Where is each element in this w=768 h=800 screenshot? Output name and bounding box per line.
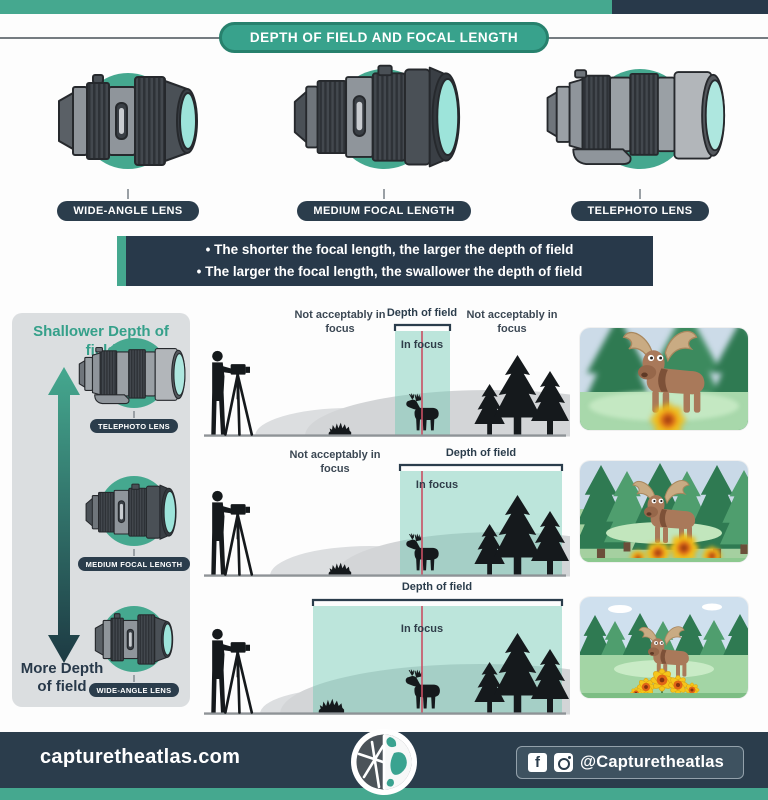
photographer-silhouette bbox=[209, 349, 254, 436]
label-connector-line bbox=[383, 189, 385, 199]
label-connector-line bbox=[133, 411, 135, 418]
sidebar-lens-medium: MEDIUM FOCAL LENGTH bbox=[70, 473, 198, 571]
dof-bracket bbox=[393, 323, 452, 331]
page-title: DEPTH OF FIELD AND FOCAL LENGTH bbox=[218, 22, 550, 53]
label-connector-line bbox=[639, 189, 641, 199]
telephoto-lens-small-icon bbox=[78, 338, 186, 408]
sidebar-lens-wide: WIDE-ANGLE LENS bbox=[70, 603, 198, 697]
facebook-icon[interactable]: f bbox=[528, 753, 547, 772]
label-connector-line bbox=[133, 675, 135, 682]
in-focus-label: In focus bbox=[415, 479, 459, 491]
scene-wide-angle: Depth of field In focus bbox=[200, 581, 680, 764]
header: DEPTH OF FIELD AND FOCAL LENGTH bbox=[0, 22, 768, 53]
aperture-globe-logo-icon bbox=[349, 727, 419, 797]
top-accent-bar bbox=[0, 0, 768, 14]
key-points-banner: • The shorter the focal length, the larg… bbox=[117, 236, 653, 286]
dof-bracket bbox=[398, 463, 564, 471]
telephoto-lens-illustration-icon bbox=[546, 69, 726, 169]
lens-types-row: WIDE-ANGLE LENS MEDIUM FOCAL LENGTH TELE… bbox=[0, 55, 768, 260]
medium-lens-small-icon bbox=[85, 476, 177, 546]
key-point-1: • The shorter the focal length, the larg… bbox=[205, 242, 574, 258]
key-point-2: • The larger the focal length, the swall… bbox=[196, 264, 583, 279]
scene-medium-focal-length: Not acceptably in focus Depth of field I… bbox=[200, 443, 665, 620]
cloud bbox=[702, 603, 722, 611]
wide-angle-lens-illustration-icon bbox=[58, 73, 198, 169]
lens-figure-telephoto: TELEPHOTO LENS bbox=[512, 55, 768, 260]
wide-lens-small-icon bbox=[94, 606, 174, 672]
banner-accent-strip bbox=[117, 236, 126, 286]
sidebar-label-telephoto: TELEPHOTO LENS bbox=[90, 419, 178, 433]
cloud bbox=[608, 605, 632, 613]
label-connector-line bbox=[133, 549, 135, 556]
dof-scale-arrow-icon bbox=[48, 367, 80, 663]
sidebar-label-medium: MEDIUM FOCAL LENGTH bbox=[77, 557, 191, 571]
sidebar-label-wide: WIDE-ANGLE LENS bbox=[88, 683, 180, 697]
not-in-focus-label-left: Not acceptably in focus bbox=[294, 309, 386, 335]
label-connector-line bbox=[127, 189, 129, 199]
in-focus-label: In focus bbox=[400, 339, 444, 351]
social-handle: @Capturetheatlas bbox=[580, 753, 724, 771]
blurred-foreground-flower bbox=[650, 401, 686, 430]
dof-label: Depth of field bbox=[445, 447, 517, 459]
dof-bracket bbox=[311, 598, 564, 606]
photo-telephoto-example bbox=[580, 328, 748, 430]
photographer-silhouette bbox=[209, 489, 254, 576]
not-in-focus-label-right: Not acceptably in focus bbox=[466, 309, 558, 335]
lens-label-telephoto: TELEPHOTO LENS bbox=[571, 201, 709, 221]
scene-wide-illustration bbox=[200, 598, 680, 764]
site-url[interactable]: capturetheatlas.com bbox=[40, 746, 241, 768]
not-in-focus-label-left: Not acceptably in focus bbox=[289, 449, 381, 475]
sidebar-more-depth-label: More Depth of field bbox=[20, 660, 104, 695]
scene-medium-illustration bbox=[200, 463, 665, 620]
lens-figure-medium: MEDIUM FOCAL LENGTH bbox=[256, 55, 512, 260]
banner-text: • The shorter the focal length, the larg… bbox=[126, 236, 653, 286]
dof-label: Depth of field bbox=[401, 581, 473, 593]
sidebar-lens-telephoto: TELEPHOTO LENS bbox=[70, 335, 198, 433]
in-focus-label: In focus bbox=[400, 623, 444, 635]
photo-medium-example bbox=[580, 461, 748, 562]
photographer-silhouette bbox=[209, 627, 254, 714]
top-accent-bar-dark-segment bbox=[612, 0, 768, 14]
social-links-badge[interactable]: f @Capturetheatlas bbox=[516, 746, 744, 779]
dof-label: Depth of field bbox=[386, 307, 458, 319]
lens-figure-wide-angle: WIDE-ANGLE LENS bbox=[0, 55, 256, 260]
scene-telephoto: Not acceptably in focus Depth of field I… bbox=[200, 303, 675, 482]
dof-scale-sidebar: Shallower Depth of field TELEPHOTO LENS bbox=[12, 313, 191, 707]
lens-label-wide-angle: WIDE-ANGLE LENS bbox=[57, 201, 199, 221]
photo-wide-angle-example bbox=[580, 597, 748, 698]
medium-focal-length-lens-illustration-icon bbox=[293, 64, 461, 169]
lens-label-medium: MEDIUM FOCAL LENGTH bbox=[297, 201, 471, 221]
instagram-icon[interactable] bbox=[554, 753, 573, 772]
